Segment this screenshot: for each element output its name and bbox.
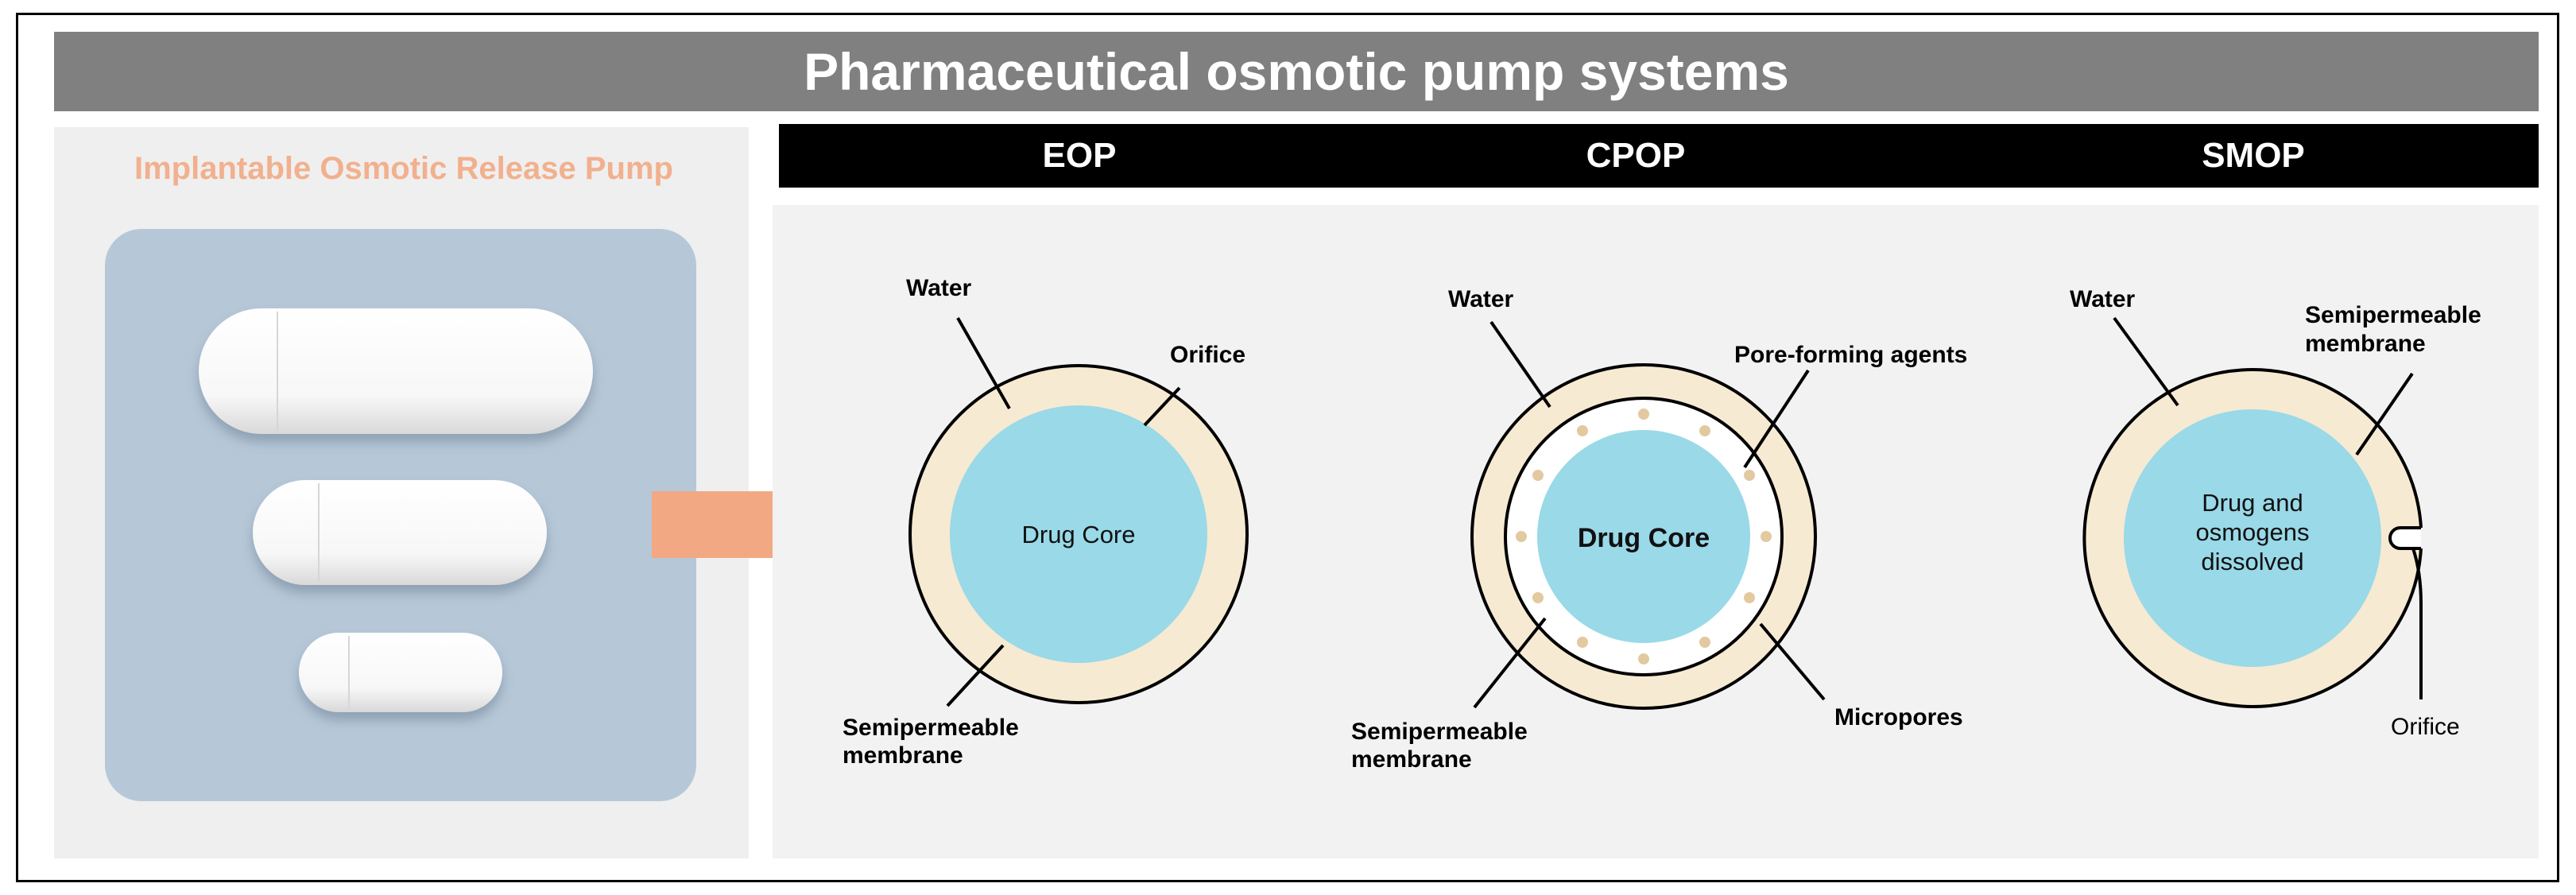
cpop-membrane-label-1: Semipermeable bbox=[1351, 719, 1528, 745]
eop-core-label: Drug Core bbox=[1022, 521, 1136, 548]
cpop-drug-core bbox=[1537, 430, 1750, 643]
smop-membrane-label-1: Semipermeable bbox=[2305, 302, 2481, 328]
smop-core-label-2: osmogens bbox=[2195, 518, 2309, 546]
implant-panel: Implantable Osmotic Release Pump bbox=[54, 127, 749, 858]
smop-orifice-notch bbox=[2388, 526, 2421, 550]
smop-drug-core bbox=[2124, 409, 2381, 667]
cpop-membrane-leader bbox=[1473, 617, 1547, 709]
smop-membrane-leader bbox=[2355, 372, 2414, 456]
figure-title: Pharmaceutical osmotic pump systems bbox=[804, 42, 1789, 101]
smop-water-label: Water bbox=[2070, 286, 2136, 312]
medium-capsule-image bbox=[253, 480, 547, 585]
figure-title-bar: Pharmaceutical osmotic pump systems bbox=[54, 32, 2539, 111]
cpop-pore-leader bbox=[1743, 369, 1810, 469]
cpop-water-label: Water bbox=[1448, 286, 1514, 312]
smop-core-label-3: dissolved bbox=[2201, 548, 2303, 575]
pump-image-card bbox=[105, 229, 696, 801]
system-header-bar: EOP CPOP SMOP bbox=[779, 124, 2539, 188]
cpop-water-leader bbox=[1489, 320, 1551, 409]
large-capsule-image bbox=[199, 308, 593, 434]
cpop-membrane-label-2: membrane bbox=[1351, 746, 1472, 773]
smop-membrane-label-2: membrane bbox=[2305, 331, 2426, 357]
smop-water-leader bbox=[2113, 316, 2179, 407]
eop-water-label: Water bbox=[906, 275, 972, 301]
eop-orifice-leader bbox=[1143, 386, 1181, 427]
cpop-pore-dots bbox=[1516, 409, 1772, 664]
implant-panel-title: Implantable Osmotic Release Pump bbox=[134, 151, 673, 186]
eop-orifice-label: Orifice bbox=[1170, 342, 1245, 368]
smop-diagram: Drug and osmogens dissolved Water Semipe… bbox=[2070, 286, 2481, 740]
header-smop: SMOP bbox=[2202, 136, 2305, 175]
smop-orifice-label: Orifice bbox=[2391, 714, 2460, 740]
cpop-micropores-leader bbox=[1759, 622, 1826, 701]
header-cpop: CPOP bbox=[1586, 136, 1686, 175]
cpop-diagram: Drug Core Water Pore-forming agents Micr… bbox=[1351, 286, 1967, 773]
eop-diagram: Drug Core Water Orifice Semipermeable me… bbox=[843, 275, 1249, 769]
eop-water-leader bbox=[956, 317, 1011, 409]
cpop-micropores-label: Micropores bbox=[1834, 704, 1963, 730]
smop-core-label-1: Drug and bbox=[2202, 489, 2303, 517]
header-eop: EOP bbox=[1042, 136, 1117, 175]
cpop-core-label: Drug Core bbox=[1578, 523, 1710, 553]
small-capsule-image bbox=[299, 633, 502, 712]
eop-drug-core bbox=[950, 405, 1207, 663]
cpop-pore-agents-label: Pore-forming agents bbox=[1734, 342, 1967, 368]
eop-membrane-leader bbox=[946, 644, 1005, 707]
eop-membrane-label-1: Semipermeable bbox=[843, 715, 1019, 741]
smop-orifice-leader bbox=[2411, 548, 2423, 699]
eop-membrane-label-2: membrane bbox=[843, 742, 963, 769]
